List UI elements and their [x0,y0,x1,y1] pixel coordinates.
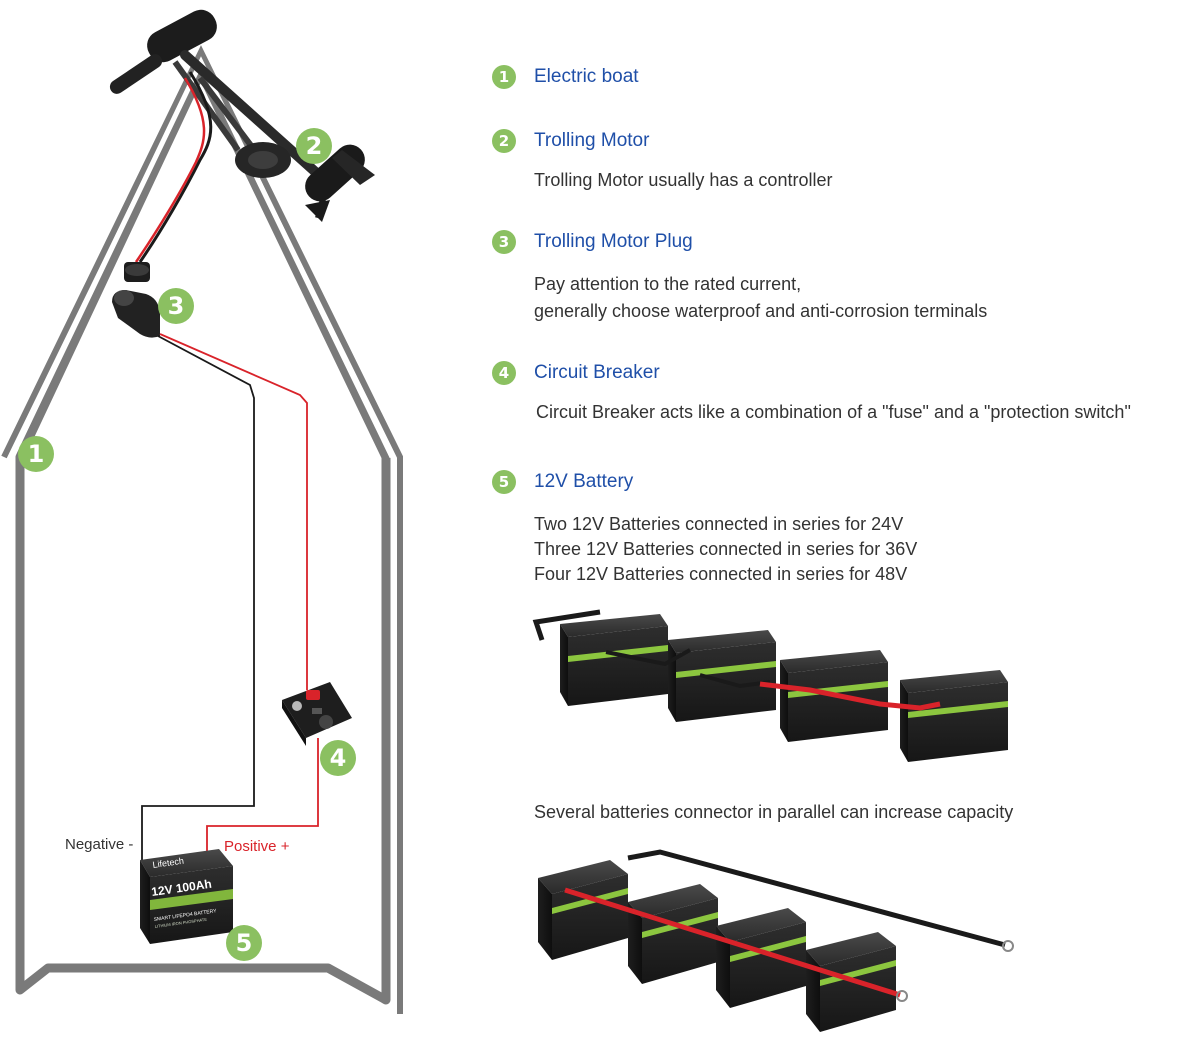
parallel-battery-bank [538,849,1014,1032]
battery-brand: Lifetech [152,856,185,870]
badge-trolling-motor: 2 [296,128,332,164]
series-battery-chain [532,609,1008,762]
circuit-breaker [282,682,352,746]
legend-desc: Pay attention to the rated current, [534,274,802,294]
legend-title: 12V Battery [534,471,634,492]
parallel-caption: Several batteries connector in parallel … [534,802,1014,822]
legend-desc: generally choose waterproof and anti-cor… [534,301,988,321]
legend-badge: 3 [492,230,516,254]
trolling-motor-plug [112,262,160,338]
legend-desc: Four 12V Batteries connected in series f… [534,564,908,584]
negative-wire [141,335,255,860]
legend-badge: 2 [492,129,516,153]
positive-wire-lower [206,738,319,860]
motor-positive-lead [134,77,206,263]
series-battery-3 [780,650,888,742]
trolling-motor [109,9,375,222]
motor-negative-lead [138,71,213,263]
positive-label: Positive + [224,838,290,855]
positive-wire-upper [159,333,308,690]
legend-title: Trolling Motor Plug [534,231,693,252]
legend-badge: 1 [492,65,516,89]
parallel-battery-1 [538,860,628,960]
badge-circuit-breaker: 4 [320,740,356,776]
main-battery: Lifetech 12V 100Ah SMART LIFEPO4 BATTERY… [140,849,233,944]
legend-title: Circuit Breaker [534,362,660,383]
badge-electric-boat: 1 [18,436,54,472]
badge-battery: 5 [226,925,262,961]
badge-motor-plug: 3 [158,288,194,324]
series-battery-4 [900,670,1008,762]
series-battery-2 [668,630,776,722]
parallel-battery-3 [716,908,806,1008]
legend-desc: Trolling Motor usually has a controller [534,170,833,190]
legend-desc: Two 12V Batteries connected in series fo… [534,514,904,534]
negative-label: Negative - [65,836,134,853]
legend-desc: Circuit Breaker acts like a combination … [536,402,1131,422]
legend-title: Electric boat [534,66,639,87]
legend-title: Trolling Motor [534,130,650,151]
legend-badge: 4 [492,361,516,385]
boat-hull [1,45,403,1014]
legend-desc: Three 12V Batteries connected in series … [534,539,918,559]
legend-badge: 5 [492,470,516,494]
